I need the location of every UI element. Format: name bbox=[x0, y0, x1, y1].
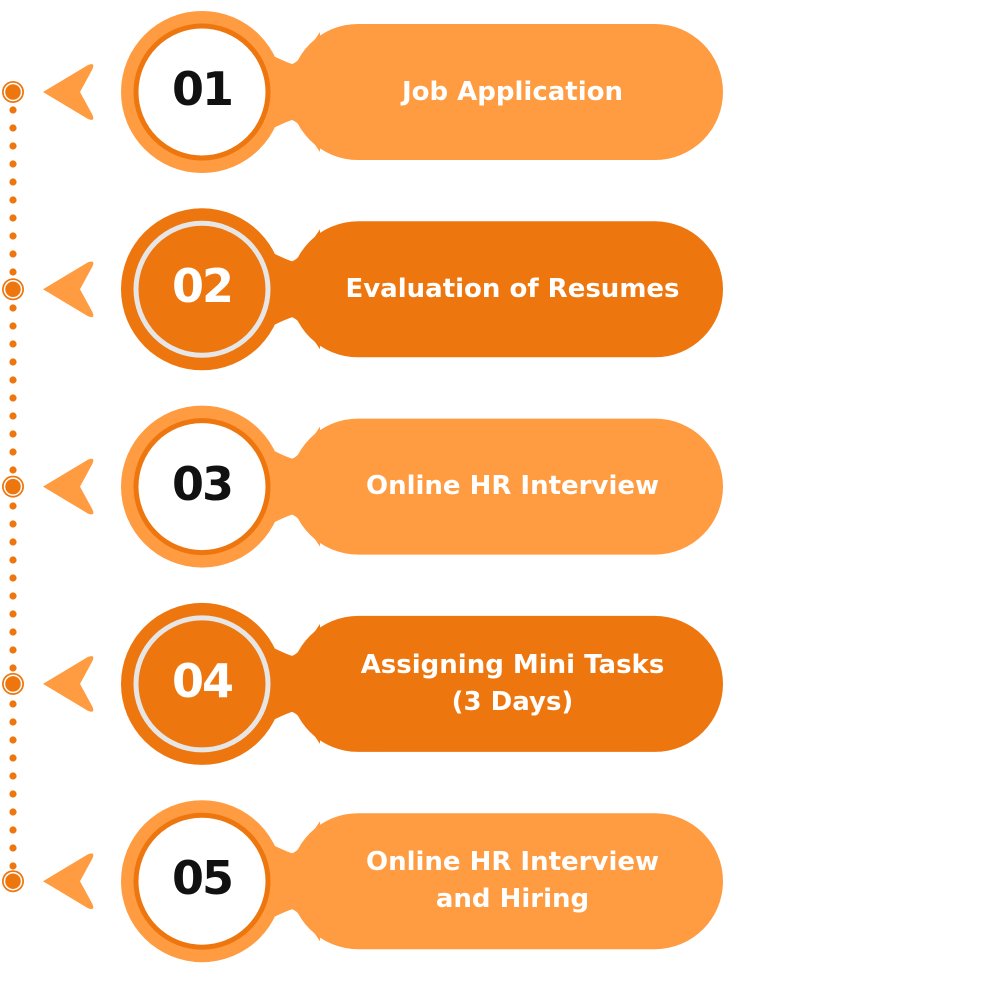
timeline-node bbox=[2, 81, 24, 103]
timeline-dot bbox=[9, 466, 17, 474]
step-label: Online HR Interview and Hiring bbox=[365, 847, 660, 915]
timeline-node-ring bbox=[3, 477, 23, 496]
timeline-dot bbox=[9, 772, 17, 780]
timeline-dot bbox=[9, 844, 17, 852]
timeline-node-ring bbox=[3, 280, 23, 299]
timeline-dot bbox=[9, 232, 17, 240]
timeline-dot bbox=[9, 214, 17, 222]
step-number: 01 bbox=[171, 62, 234, 116]
timeline-dot bbox=[9, 250, 17, 258]
timeline-dot bbox=[9, 628, 17, 636]
chevron-left-icon bbox=[43, 656, 94, 712]
timeline-dot bbox=[9, 160, 17, 168]
timeline-dot bbox=[9, 592, 17, 600]
timeline-dot bbox=[9, 412, 17, 420]
step-number: 03 bbox=[171, 456, 234, 511]
timeline-node bbox=[2, 870, 24, 893]
timeline-dot bbox=[9, 538, 17, 546]
timeline-dot bbox=[9, 862, 17, 870]
step-pill bbox=[290, 615, 723, 752]
timeline-node-ring bbox=[3, 871, 23, 891]
step-badge-ring bbox=[133, 812, 271, 950]
timeline-dot bbox=[9, 394, 17, 402]
timeline-dot bbox=[9, 268, 17, 276]
timeline-dot bbox=[9, 574, 17, 582]
timeline-dot bbox=[9, 430, 17, 438]
timeline-dot bbox=[9, 376, 17, 384]
step-label: Assigning Mini Tasks (3 Days) bbox=[360, 649, 665, 717]
timeline-dot bbox=[9, 826, 17, 834]
timeline-dot bbox=[9, 754, 17, 762]
step-number: 05 bbox=[171, 851, 234, 906]
step-number: 04 bbox=[171, 653, 234, 708]
timeline-dot bbox=[9, 322, 17, 330]
timeline-dot bbox=[9, 340, 17, 348]
timeline-node bbox=[2, 672, 24, 695]
step-badge-ring bbox=[133, 220, 271, 358]
chevron-left-icon bbox=[43, 853, 94, 910]
timeline-dot bbox=[9, 610, 17, 618]
chevron-left-icon bbox=[43, 261, 94, 318]
step-label: Online HR Interview bbox=[365, 471, 660, 502]
timeline-dot bbox=[9, 736, 17, 744]
step-number: 02 bbox=[171, 259, 234, 314]
step-label: Job Application bbox=[401, 76, 624, 107]
timeline-dot bbox=[9, 646, 17, 654]
timeline-dot bbox=[9, 124, 17, 132]
timeline-dot bbox=[9, 358, 17, 366]
timeline-node bbox=[2, 278, 24, 301]
step-pill bbox=[290, 813, 723, 950]
timeline-node bbox=[2, 475, 24, 498]
step-badge-ring bbox=[133, 615, 271, 753]
step-pill bbox=[290, 24, 723, 160]
timeline-dot bbox=[9, 520, 17, 528]
chevron-left-icon bbox=[43, 64, 94, 120]
chevron-left-icon bbox=[43, 458, 94, 515]
step-badge-ring bbox=[133, 23, 271, 161]
timeline-dot bbox=[9, 304, 17, 312]
step-pill bbox=[290, 418, 723, 555]
step-pill bbox=[290, 221, 723, 358]
timeline-node-ring bbox=[3, 82, 23, 102]
timeline-dot bbox=[9, 448, 17, 456]
timeline-dot bbox=[9, 106, 17, 114]
timeline-dot bbox=[9, 664, 17, 672]
step-badge-ring bbox=[133, 418, 271, 556]
timeline-dot bbox=[9, 718, 17, 726]
timeline-dot bbox=[9, 808, 17, 816]
step-label: Evaluation of Resumes bbox=[345, 273, 680, 304]
timeline-dot bbox=[9, 196, 17, 204]
timeline-dot bbox=[9, 502, 17, 510]
timeline-dot bbox=[9, 142, 17, 150]
timeline-dot bbox=[9, 556, 17, 564]
timeline-dot bbox=[9, 178, 17, 186]
timeline-dot bbox=[9, 700, 17, 708]
timeline-dot bbox=[9, 790, 17, 798]
timeline-node-ring bbox=[3, 674, 23, 694]
